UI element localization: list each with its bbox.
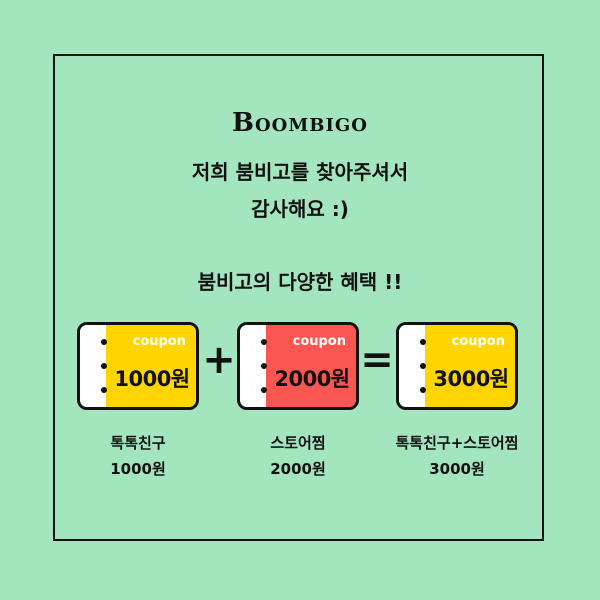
caption-combined: 톡톡친구+스토어찜 3000원 [367,430,547,482]
caption-name: 톡톡친구+스토어찜 [395,434,519,452]
coupon-amount: 1000원 [114,367,190,391]
coupon-label: coupon [132,334,186,349]
benefits-heading: 붐비고의 다양한 혜택 !! [197,270,403,294]
perforation-dot [101,363,107,369]
coupon-2000: coupon 2000원 [237,322,359,410]
brand-title: Boombigo [232,108,368,138]
caption-store-zzim: 스토어찜 2000원 [208,430,388,482]
coupon-label: coupon [451,334,505,349]
caption-amount: 1000원 [110,460,166,478]
coupon-amount: 2000원 [274,367,350,391]
card-frame [53,54,544,541]
caption-name: 톡톡친구 [110,434,166,452]
perforation-dot [420,387,426,393]
thanks-line-2: 감사해요 :) [251,197,349,221]
coupon-body [106,325,196,407]
perforation-dot [420,363,426,369]
perforation-dot [261,363,267,369]
coupon-label: coupon [292,334,346,349]
coupon-body [266,325,356,407]
perforation-dot [261,387,267,393]
perforation-dot [101,387,107,393]
coupon-body [425,325,515,407]
coupon-3000: coupon 3000원 [396,322,518,410]
perforation-dot [261,339,267,345]
plus-sign: + [202,337,236,383]
caption-talktalk: 톡톡친구 1000원 [48,430,228,482]
equals-sign: = [360,337,394,383]
coupon-1000: coupon 1000원 [77,322,199,410]
caption-name: 스토어찜 [270,434,326,452]
thanks-line-1: 저희 붐비고를 찾아주셔서 [191,160,409,184]
caption-amount: 2000원 [270,460,326,478]
perforation-dot [420,339,426,345]
perforation-dot [101,339,107,345]
coupon-amount: 3000원 [433,367,509,391]
caption-amount: 3000원 [429,460,485,478]
